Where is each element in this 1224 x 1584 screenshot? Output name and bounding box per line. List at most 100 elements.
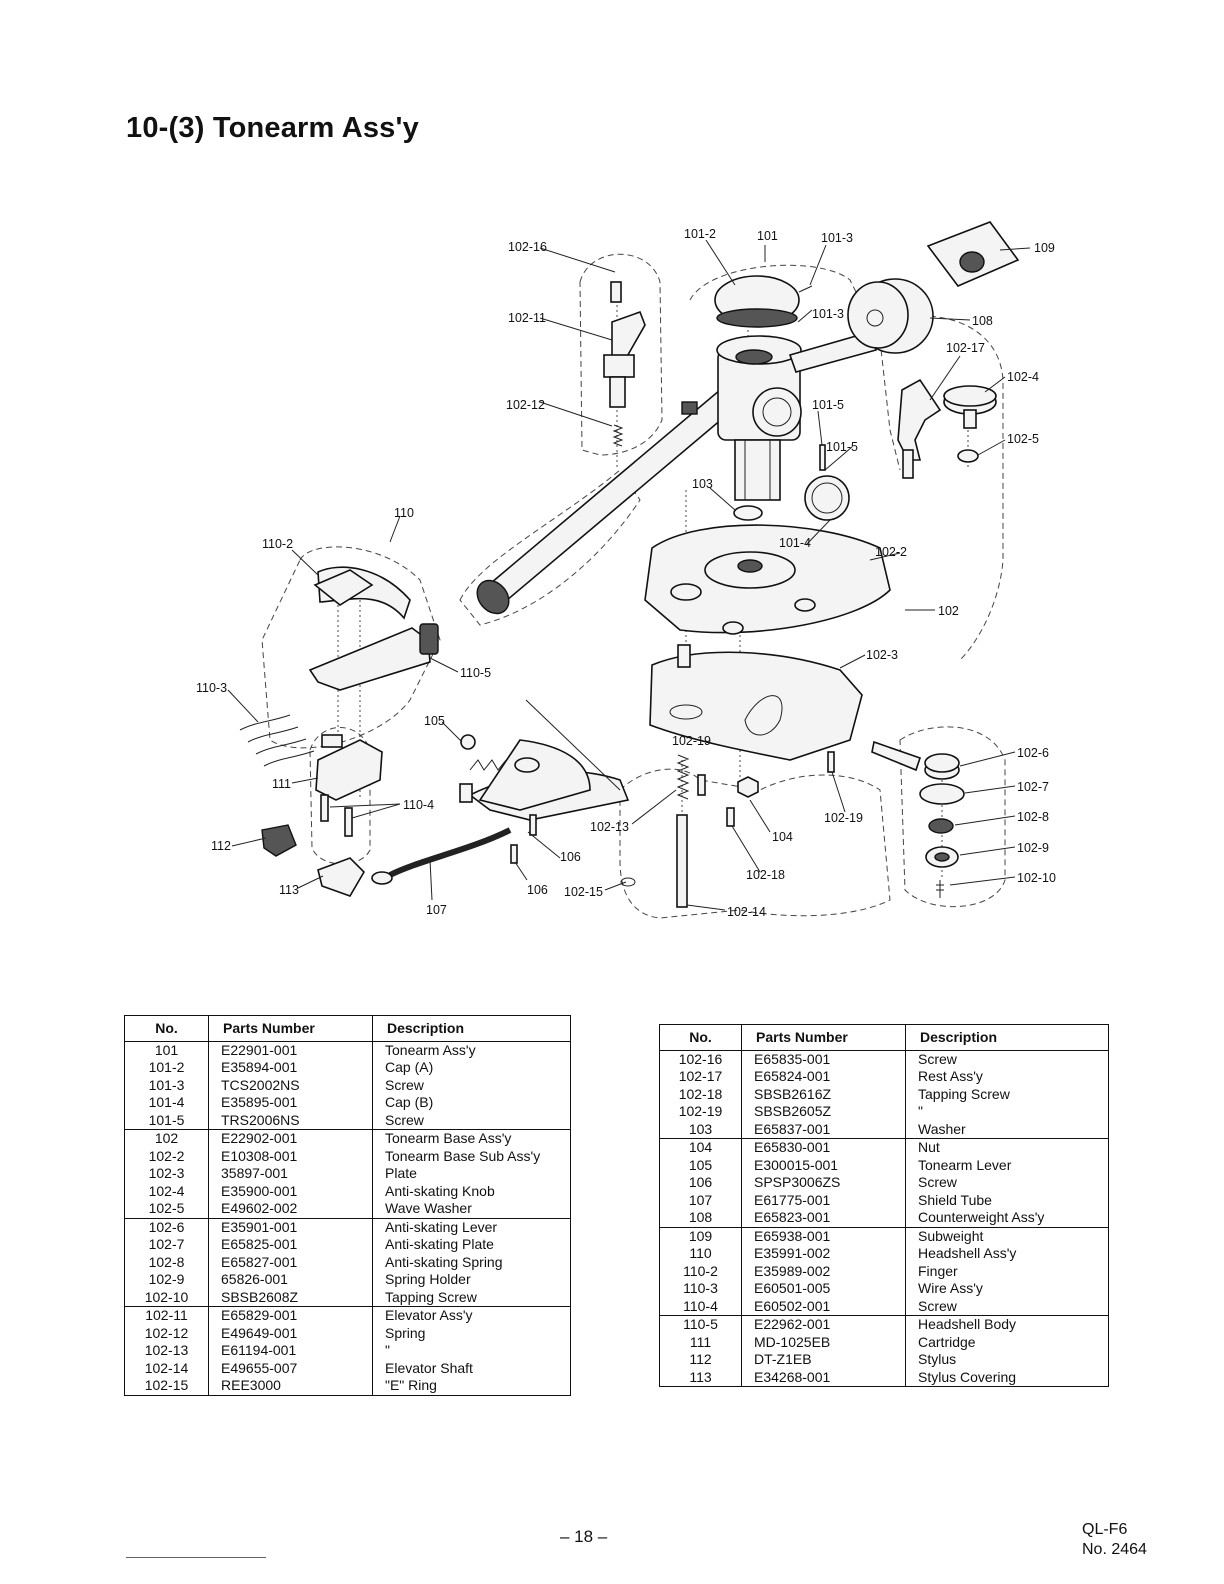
part-no: 107 [659,1191,742,1209]
part-no: 101 [124,1041,209,1059]
callout-101-3b: 101-3 [812,307,844,321]
part-description: Washer [905,1120,1109,1139]
part-number: E65825-001 [208,1236,373,1254]
stylus [261,824,297,857]
part-no: 110 [659,1245,742,1263]
part-number: E35901-001 [208,1217,373,1236]
part-number: REE3000 [208,1377,373,1395]
anti-skating-lever [871,740,922,772]
part-description: Wire Ass'y [905,1280,1109,1298]
part-description: Spring [372,1324,571,1342]
callout-110-2: 110-2 [262,537,293,551]
callout-108: 108 [972,314,993,328]
callout-102-19b: 102-19 [824,811,863,825]
part-description: Cap (B) [372,1094,571,1112]
part-no: 102-19 [659,1103,742,1121]
column-header-description: Description [905,1024,1109,1051]
elevator-group-outline [579,253,663,456]
model-name: QL-F6 [1082,1521,1128,1538]
callout-101: 101 [757,229,778,243]
part-no: 102-3 [124,1165,209,1183]
part-description: Finger [905,1262,1109,1280]
part-description: Anti-skating Spring [372,1253,571,1271]
part-description: Tonearm Base Ass'y [372,1129,571,1148]
part-no: 106 [659,1174,742,1192]
part-number: 35897-001 [208,1165,373,1183]
callout-102-13: 102-13 [590,820,629,834]
part-number: E35895-001 [208,1094,373,1112]
part-number: E22901-001 [208,1041,373,1059]
part-no: 108 [659,1209,742,1227]
part-number: TRS2006NS [208,1111,373,1130]
part-no: 101-4 [124,1094,209,1112]
callout-102-11: 102-11 [508,311,546,325]
part-no: 102-11 [124,1306,209,1325]
callout-106b: 106 [527,883,548,897]
part-description: Tonearm Lever [905,1156,1109,1174]
part-number: E65829-001 [208,1306,373,1325]
callout-102-7: 102-7 [1017,780,1049,794]
callout-102: 102 [938,604,959,618]
callout-102-6: 102-6 [1017,746,1049,760]
part-description: Stylus [905,1351,1109,1369]
callout-101-4: 101-4 [779,536,811,550]
elevator-shaft [676,814,688,908]
part-no: 104 [659,1138,742,1157]
page-number: – 18 – [560,1527,608,1546]
part-description: " [372,1342,571,1360]
part-no: 105 [659,1156,742,1174]
column-header-no: No. [124,1015,209,1042]
part-description: Elevator Ass'y [372,1306,571,1325]
headshell-body [308,627,431,691]
part-number: E65830-001 [741,1138,906,1157]
part-number: E49655-007 [208,1359,373,1377]
part-description: Counterweight Ass'y [905,1209,1109,1227]
part-description: Cartridge [905,1333,1109,1351]
part-no: 110-2 [659,1262,742,1280]
part-description: Stylus Covering [905,1368,1109,1387]
part-no: 110-4 [659,1297,742,1316]
part-number: SBSB2616Z [741,1085,906,1103]
part-description: Screw [372,1076,571,1094]
part-no: 102-2 [124,1147,209,1165]
part-number: E22902-001 [208,1129,373,1148]
callout-112: 112 [211,839,231,853]
part-no: 102-10 [124,1288,209,1307]
page-title: 10-(3) Tonearm Ass'y [126,112,419,144]
part-number: E65835-001 [741,1050,906,1068]
part-number: SBSB2605Z [741,1103,906,1121]
part-no: 102-4 [124,1182,209,1200]
part-description: Screw [905,1297,1109,1316]
callout-113: 113 [279,883,299,897]
part-description: Rest Ass'y [905,1068,1109,1086]
part-no: 102-9 [124,1271,209,1289]
part-description: Screw [905,1050,1109,1068]
tonearm-group-outline [689,264,901,471]
part-no: 102-16 [659,1050,742,1068]
anti-skating-plate [919,783,965,805]
callout-101-2: 101-2 [684,227,716,241]
part-description: Cap (A) [372,1059,571,1077]
callout-110-3: 110-3 [196,681,227,695]
part-number: E65938-001 [741,1226,906,1245]
part-no: 102-5 [124,1200,209,1218]
cap-b [804,475,850,521]
part-number: E35900-001 [208,1182,373,1200]
